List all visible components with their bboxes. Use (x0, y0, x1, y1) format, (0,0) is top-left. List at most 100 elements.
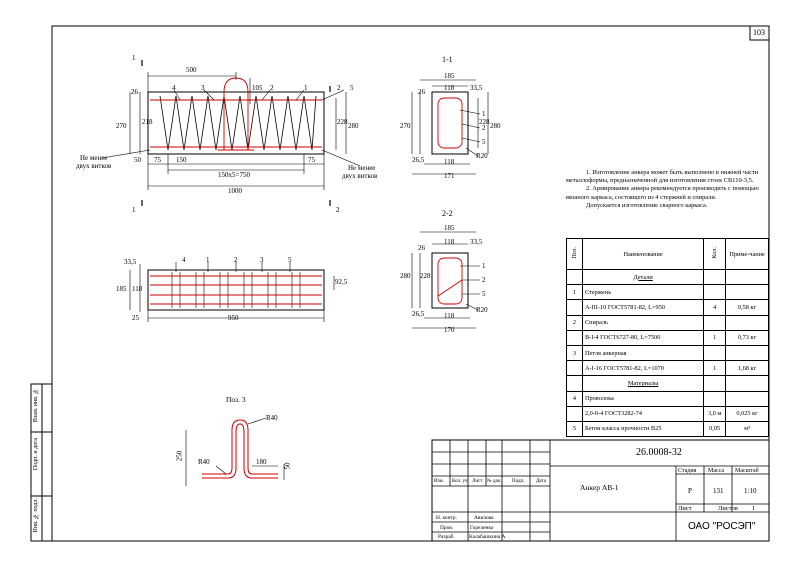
s1-dim-185: 185 (444, 72, 455, 80)
section-mark-2-bottom: 2 (336, 206, 340, 214)
item-name: Анкер АВ-1 (580, 483, 619, 492)
top-pos-5: 5 (288, 256, 292, 264)
side-stamp (30, 383, 53, 542)
section-1-title: 1-1 (442, 55, 453, 64)
col-sign: Подп. (512, 479, 525, 484)
note-3: Допускается изготовление сварного каркас… (586, 201, 708, 209)
note-left-line2: двух витков (76, 162, 112, 170)
poz3-view (185, 417, 285, 486)
s1-pos-1: 1 (482, 110, 486, 118)
sheets-label: Листов (718, 505, 738, 512)
col-kol: Кол. уч (452, 479, 468, 484)
s1-dim-228: 228 (479, 118, 490, 126)
section-2-2-view (411, 231, 480, 329)
dim-1000: 1000 (228, 187, 242, 195)
s1-pos-2: 2 (482, 124, 486, 132)
s1-dim-26-5: 26,5 (412, 156, 425, 164)
col-izm: Изм. (434, 479, 444, 484)
mass-value: 131 (713, 487, 724, 495)
top-dim-950: 950 (228, 314, 239, 322)
col-doc: № док. (487, 479, 502, 484)
poz3-dim-180: 180 (256, 458, 267, 466)
stage-value: Р (688, 487, 692, 495)
note-1: 1. Изготовление анкера может быть выполн… (566, 169, 759, 185)
s2-dim-118b: 118 (444, 312, 455, 320)
dim-75-left: 75 (154, 156, 161, 164)
scale-label: Масштаб (735, 468, 759, 474)
doc-code: 26.0008-32 (636, 447, 682, 458)
poz3-dim-250: 250 (175, 450, 184, 462)
dim-150: 150 (176, 156, 187, 164)
col-date: Дата (536, 479, 546, 484)
note-2: 2. Армирование анкера рекомендуется прои… (566, 185, 759, 201)
s1-pos-5: 5 (482, 138, 486, 146)
top-pos-4: 4 (182, 256, 186, 264)
dim-228: 228 (337, 118, 348, 126)
role-prov: Пров. (440, 525, 454, 531)
top-dim-25: 25 (132, 314, 139, 322)
col-list: Лист (472, 479, 483, 484)
scale-value: 1:10 (744, 487, 757, 495)
main-front-view (101, 60, 361, 206)
dim-218: 218 (142, 118, 153, 126)
s2-dim-185: 185 (444, 224, 455, 232)
poz3-dim-50: 50 (283, 462, 292, 470)
role-razrab: Разраб. (438, 534, 455, 540)
pos-2: 2 (270, 84, 274, 92)
section-mark-1-bottom: 1 (132, 206, 136, 214)
dim-150x5: 150x5=750 (218, 171, 250, 179)
pos-1: 1 (304, 84, 308, 92)
spec-row: Материалы (566, 375, 769, 392)
top-dim-33: 33,5 (124, 258, 137, 266)
poz3-r40-top: R40 (266, 414, 278, 422)
top-dim-118: 118 (132, 285, 143, 293)
poz3-r40-left: R40 (198, 458, 210, 466)
s1-dim-26: 26 (418, 88, 425, 96)
top-dim-185: 185 (116, 285, 127, 293)
s1-radius: R20 (476, 152, 488, 160)
company-name: ОАО "РОСЭП" (688, 521, 756, 532)
section-2-title: 2-2 (442, 209, 453, 218)
main-top-view (129, 262, 335, 322)
role-nkontr: Н. контр. (436, 515, 457, 521)
sheets-value: 1 (752, 505, 756, 512)
s1-dim-171: 171 (444, 172, 455, 180)
stamp-sign-date: Подп. и дата (33, 438, 39, 471)
dim-75-right: 75 (308, 156, 315, 164)
s2-radius: R20 (476, 306, 488, 314)
dim-50: 50 (134, 156, 141, 164)
sheet-number-box (749, 25, 770, 41)
top-pos-1: 1 (206, 256, 210, 264)
title-block-grid (431, 439, 770, 542)
note-right-line1: Не менее (348, 164, 376, 172)
specification-table: Поз. Наименование Кол. Приме-чание Детал… (566, 238, 769, 438)
s2-pos-5: 5 (482, 290, 486, 298)
poz3-title: Поз. 3 (226, 395, 246, 404)
note-left-line1: Не менее (80, 154, 108, 162)
dim-26: 26 (131, 88, 138, 96)
pos-4: 4 (172, 84, 176, 92)
spec-header-name: Наименование (581, 238, 705, 270)
note-right-line2: двух витков (342, 172, 378, 180)
s2-dim-228: 228 (420, 272, 431, 280)
pos-3: 3 (201, 84, 205, 92)
sheet-number: 103 (753, 28, 765, 37)
spec-header-qty: Кол. (703, 238, 727, 270)
general-notes: 1. Изготовление анкера может быть выполн… (566, 169, 766, 210)
s1-dim-33: 33,5 (470, 84, 483, 92)
name-gorelenko: Гореленко (470, 525, 494, 531)
section-1-1-view (411, 79, 489, 175)
s1-dim-280: 280 (490, 122, 501, 130)
s1-dim-118: 118 (444, 84, 455, 92)
stamp-inv-no: Инв. № подл. (33, 498, 39, 533)
stage-label: Стадия (678, 468, 697, 474)
spec-header-pos: Поз. (566, 238, 583, 270)
s2-dim-280: 280 (400, 272, 411, 280)
